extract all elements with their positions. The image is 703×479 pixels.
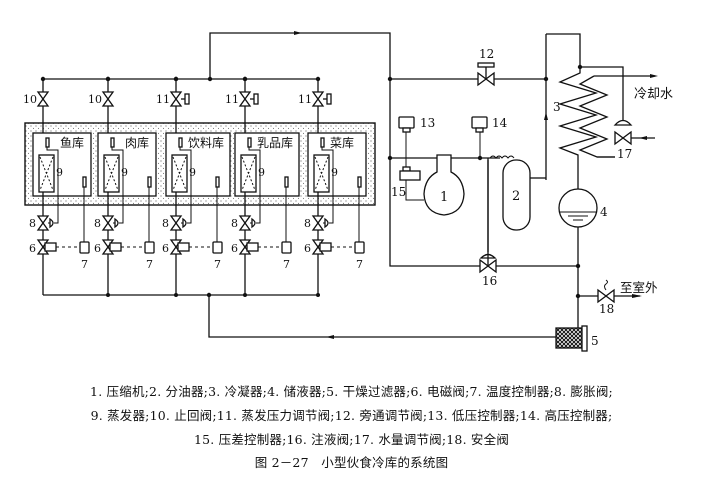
inlet-valve-label: 11 — [298, 93, 312, 106]
inlet-valve-label: 10 — [88, 93, 102, 106]
svg-text:15: 15 — [391, 185, 406, 199]
svg-text:9: 9 — [189, 166, 196, 179]
evaporator-pressure-regulator-icon — [169, 91, 183, 107]
svg-text:3: 3 — [553, 100, 561, 114]
cold-room: 肉库 10 9 8 6 7 — [88, 76, 157, 297]
expansion-valve-8 — [101, 215, 115, 231]
temperature-controller-7 — [79, 241, 90, 254]
svg-text:6: 6 — [29, 242, 36, 255]
flow-arrow — [326, 335, 334, 339]
svg-text:7: 7 — [356, 258, 363, 271]
svg-text:7: 7 — [81, 258, 88, 271]
svg-text:8: 8 — [231, 217, 238, 230]
svg-text:18: 18 — [599, 302, 614, 316]
svg-text:7: 7 — [146, 258, 153, 271]
expansion-valve-8 — [36, 215, 50, 231]
cold-room: 鱼库 10 9 8 6 7 — [23, 76, 92, 295]
svg-text:8: 8 — [29, 217, 36, 230]
legend-line-2: 9. 蒸发器;10. 止回阀;11. 蒸发压力调节阀;12. 旁通调节阀;13.… — [90, 408, 613, 423]
suction-header — [43, 32, 391, 80]
expansion-valve-8 — [238, 215, 252, 231]
svg-text:2: 2 — [512, 189, 520, 204]
svg-text:9: 9 — [121, 166, 128, 179]
svg-text:16: 16 — [482, 274, 497, 288]
cooling-water-label: 冷却水 — [634, 87, 673, 102]
cold-room: 菜库 11 9 8 6 7 — [298, 76, 367, 297]
high-pressure-controller-14: 14 — [471, 116, 508, 158]
svg-text:8: 8 — [94, 217, 101, 230]
expansion-valve-8 — [169, 215, 183, 231]
cold-room: 乳品库 11 9 8 6 7 — [225, 76, 300, 297]
svg-text:7: 7 — [283, 258, 290, 271]
receiver-4: 4 — [558, 188, 608, 228]
water-regulating-valve-17: 17 — [597, 119, 655, 161]
condenser-3: 3 — [553, 67, 620, 196]
svg-text:6: 6 — [304, 242, 311, 255]
figure-number: 图 2－27 — [254, 455, 309, 470]
bypass-valve-12: 12 — [477, 47, 495, 87]
low-pressure-controller-13: 13 — [398, 116, 435, 168]
check-valve-icon — [101, 91, 115, 107]
to-outdoor-label: 至室外 — [620, 280, 658, 295]
drier-filter-5: 5 — [555, 325, 599, 352]
svg-text:8: 8 — [162, 217, 169, 230]
svg-text:9: 9 — [56, 166, 63, 179]
inlet-valve-label: 11 — [225, 93, 239, 106]
temperature-controller-7 — [212, 241, 223, 254]
svg-text:7: 7 — [214, 258, 221, 271]
svg-text:9: 9 — [258, 166, 265, 179]
svg-text:5: 5 — [591, 334, 599, 348]
inlet-valve-label: 11 — [156, 93, 170, 106]
legend-line-3: 15. 压差控制器;16. 注液阀;17. 水量调节阀;18. 安全阀 — [193, 432, 510, 447]
figure-caption: 图 2－27 小型伙食冷库的系统图 — [0, 452, 703, 471]
svg-text:8: 8 — [304, 217, 311, 230]
check-valve-icon — [36, 91, 50, 107]
expansion-valve-8 — [311, 215, 325, 231]
liquid-header — [43, 294, 560, 338]
svg-text:9: 9 — [331, 166, 338, 179]
svg-text:1: 1 — [440, 190, 448, 205]
figure-title: 小型伙食冷库的系统图 — [321, 455, 449, 470]
compressor-1: 1 — [423, 154, 465, 216]
inlet-valve-label: 10 — [23, 93, 37, 106]
legend-line-1: 1. 压缩机;2. 分油器;3. 冷凝器;4. 储液器;5. 干燥过滤器;6. … — [90, 384, 613, 399]
room-name: 菜库 — [330, 135, 354, 150]
differential-pressure-controller-15: 15 — [391, 166, 424, 201]
evaporator-pressure-regulator-icon — [311, 91, 325, 107]
temperature-controller-7 — [354, 241, 365, 254]
room-name: 饮料库 — [188, 135, 224, 150]
temperature-controller-7 — [144, 241, 155, 254]
oil-separator-2: 2 — [489, 155, 531, 231]
room-name: 乳品库 — [257, 135, 293, 150]
evaporator-pressure-regulator-icon — [238, 91, 252, 107]
refrigeration-system-diagram: 鱼库109867肉库109867饮料库119867乳品库119867菜库1198… — [23, 31, 673, 352]
label-12: 12 — [479, 47, 494, 61]
flow-arrow — [544, 112, 548, 120]
room-name: 肉库 — [125, 135, 149, 150]
svg-text:13: 13 — [420, 116, 435, 130]
temperature-controller-7 — [281, 241, 292, 254]
flow-arrow — [294, 31, 302, 35]
svg-text:17: 17 — [617, 147, 632, 161]
room-name: 鱼库 — [60, 135, 84, 150]
svg-text:4: 4 — [600, 205, 608, 219]
svg-text:6: 6 — [94, 242, 101, 255]
safety-valve-18: 18 — [597, 279, 615, 316]
cold-room: 饮料库 11 9 8 6 7 — [156, 76, 231, 297]
svg-text:6: 6 — [162, 242, 169, 255]
svg-text:6: 6 — [231, 242, 238, 255]
svg-text:14: 14 — [492, 116, 508, 130]
